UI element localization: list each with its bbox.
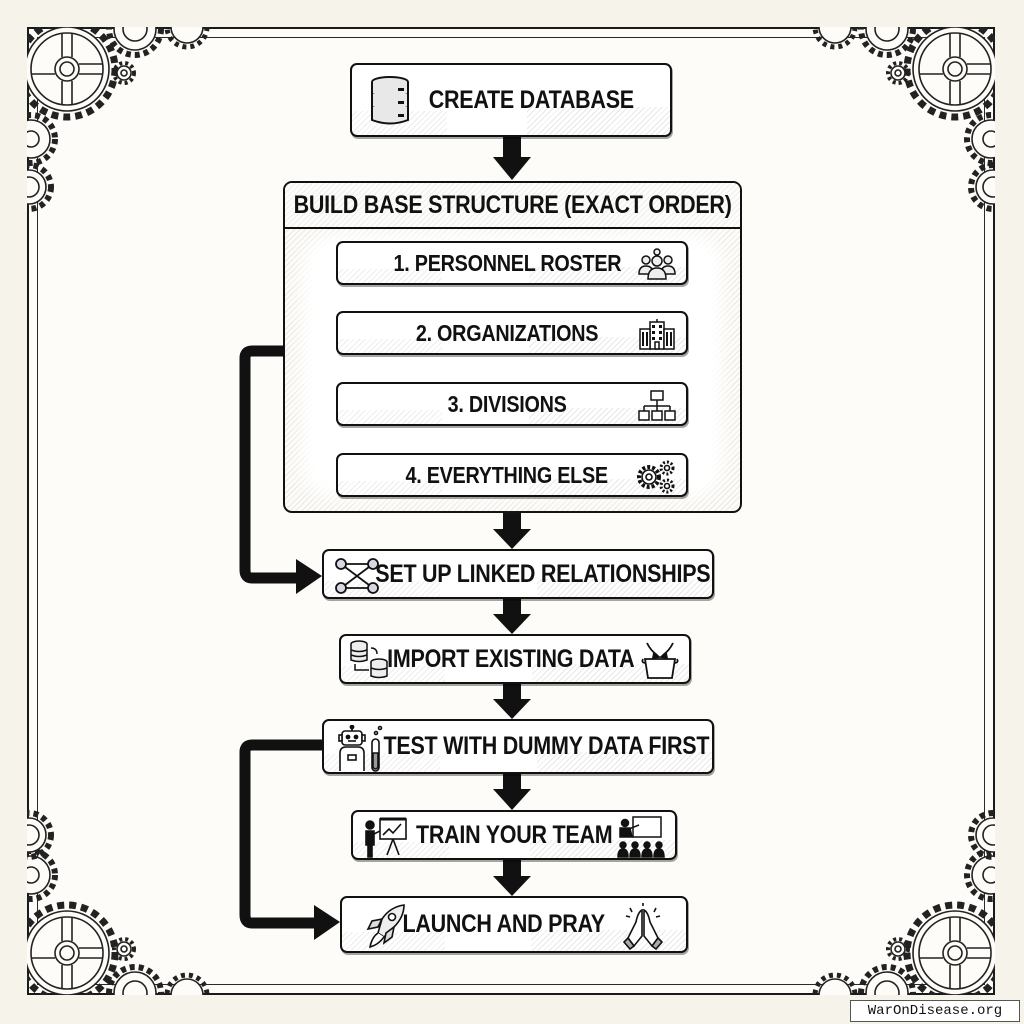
- step-launch-and-pray: LAUNCH AND PRAY: [340, 896, 688, 953]
- people-group-icon: [638, 248, 676, 280]
- substep-divisions: 3. DIVISIONS: [336, 382, 688, 426]
- praying-hands-icon: [620, 902, 666, 950]
- step-label: TEST WITH DUMMY DATA FIRST: [383, 732, 709, 760]
- substep-label: 4. EVERYTHING ELSE: [405, 461, 609, 488]
- step-import-existing-data: IMPORT EXISTING DATA: [339, 634, 691, 684]
- classroom-icon: [617, 815, 665, 859]
- robot-test-tube-icon: [336, 725, 386, 773]
- rocket-icon: [364, 903, 408, 949]
- inner-border-frame: [37, 37, 985, 985]
- watermark: WarOnDisease.org: [850, 1000, 1020, 1022]
- substep-organizations: 2. ORGANIZATIONS: [336, 311, 688, 355]
- step-set-up-linked-relationships: SET UP LINKED RELATIONSHIPS: [322, 549, 714, 599]
- org-chart-icon: [638, 390, 676, 422]
- step-label: LAUNCH AND PRAY: [402, 910, 606, 938]
- office-building-icon: [638, 318, 676, 350]
- step-test-with-dummy-data: TEST WITH DUMMY DATA FIRST: [322, 719, 714, 774]
- substep-label: 2. ORGANIZATIONS: [415, 319, 599, 346]
- substep-label: 1. PERSONNEL ROSTER: [393, 249, 621, 276]
- step-label: CREATE DATABASE: [428, 85, 634, 114]
- step-train-your-team: TRAIN YOUR TEAM: [351, 810, 677, 860]
- group-header: BUILD BASE STRUCTURE (EXACT ORDER): [285, 183, 740, 229]
- group-title: BUILD BASE STRUCTURE (EXACT ORDER): [293, 190, 732, 219]
- presenter-easel-icon: [363, 815, 409, 859]
- substep-label: 3. DIVISIONS: [447, 390, 567, 417]
- substep-personnel-roster: 1. PERSONNEL ROSTER: [336, 241, 688, 285]
- database-transfer-icon: [349, 640, 391, 680]
- gears-icon: [636, 459, 676, 495]
- substep-everything-else: 4. EVERYTHING ELSE: [336, 453, 688, 497]
- step-create-database: CREATE DATABASE: [350, 63, 672, 137]
- database-icon: [370, 75, 410, 127]
- step-label: SET UP LINKED RELATIONSHIPS: [375, 559, 711, 588]
- step-label: TRAIN YOUR TEAM: [415, 820, 613, 849]
- network-graph-icon: [334, 557, 380, 595]
- step-label: IMPORT EXISTING DATA: [387, 644, 635, 673]
- basket-import-icon: [641, 641, 679, 681]
